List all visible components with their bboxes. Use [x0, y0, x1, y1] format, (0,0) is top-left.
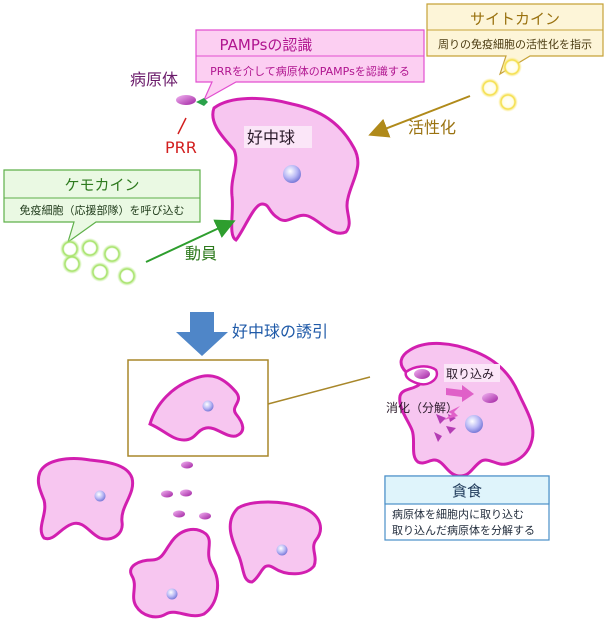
pathogen: [199, 512, 211, 520]
chemokine-callout: ケモカイン 免疫細胞（応援部隊）を呼び込む: [3, 169, 201, 244]
pamps-title: PAMPsの認識: [220, 36, 313, 54]
phagocytosis-line2: 取り込んだ病原体を分解する: [392, 523, 535, 537]
nucleus: [202, 400, 214, 412]
mobilization-arrow: [145, 219, 236, 263]
phagocytosis-callout: 貪食 病原体を細胞内に取り込む 取り込んだ病原体を分解する: [384, 475, 550, 541]
uptake-arrow: [446, 385, 474, 402]
phagosome-pathogen: [482, 393, 498, 403]
prr-receptor: [196, 98, 208, 106]
neutrophil-framed: [148, 374, 245, 442]
pamps-callout: PAMPsの認識 PRRを介して病原体のPAMPsを認識する: [195, 29, 425, 102]
phagocytosis-title: 貪食: [452, 482, 482, 500]
chemokine-title: ケモカイン: [64, 176, 139, 194]
neutrophil-label: 好中球: [247, 128, 295, 147]
neutrophil-lower-center: [129, 527, 220, 619]
zoom-connector: [267, 376, 371, 405]
pathogen: [161, 490, 173, 498]
neutrophil-main: 好中球: [211, 96, 360, 242]
activation-arrow: [368, 95, 471, 138]
nucleus: [276, 544, 288, 556]
cytokine-particle: [502, 57, 522, 77]
cytokine-title: サイトカイン: [470, 10, 560, 28]
pathogen: [414, 369, 430, 379]
nucleus: [283, 165, 301, 183]
chemokine-particle: [90, 262, 110, 282]
cytokine-particle: [480, 78, 500, 98]
pathogen: [180, 489, 192, 497]
digestion-label: 消化（分解）: [386, 401, 458, 415]
nucleus: [94, 490, 106, 502]
cytokine-callout: サイトカイン 周りの免疫細胞の活性化を指示: [426, 3, 604, 76]
activation-label: 活性化: [408, 118, 456, 137]
pathogen-label: 病原体: [130, 70, 178, 89]
pamps-body: PRRを介して病原体のPAMPsを認識する: [210, 64, 410, 78]
phagocytosis-line1: 病原体を細胞内に取り込む: [392, 507, 524, 521]
digestion-arrow: [444, 406, 460, 420]
highlight-frame: [127, 359, 269, 457]
pathogen: [173, 510, 185, 518]
chemokine-particles: [60, 238, 137, 286]
nucleus: [465, 415, 483, 433]
induction-label: 好中球の誘引: [232, 322, 328, 341]
neutrophil-lower-left: [36, 457, 135, 541]
chemokine-particle: [80, 238, 100, 258]
induction-arrow: [176, 312, 228, 356]
chemokine-particle: [117, 266, 137, 286]
cytokine-body: 周りの免疫細胞の活性化を指示: [438, 37, 592, 51]
cytokine-particle: [498, 92, 518, 112]
uptake-label: 取り込み: [446, 367, 494, 381]
pathogen: [176, 95, 196, 105]
cytokine-particles: [480, 57, 522, 112]
neutrophil-lower-right: [228, 500, 322, 584]
nucleus: [166, 588, 178, 600]
pathogen: [181, 461, 193, 469]
free-pathogens: [161, 461, 211, 520]
prr-label: PRR: [165, 138, 197, 157]
chemokine-body: 免疫細胞（応援部隊）を呼び込む: [20, 203, 185, 217]
mobilization-label: 動員: [185, 244, 217, 263]
chemokine-particle: [62, 254, 82, 274]
pathogen-with-prr: 病原体 PRR: [130, 70, 208, 157]
chemokine-particle: [102, 244, 122, 264]
chemokine-particle: [60, 239, 80, 259]
